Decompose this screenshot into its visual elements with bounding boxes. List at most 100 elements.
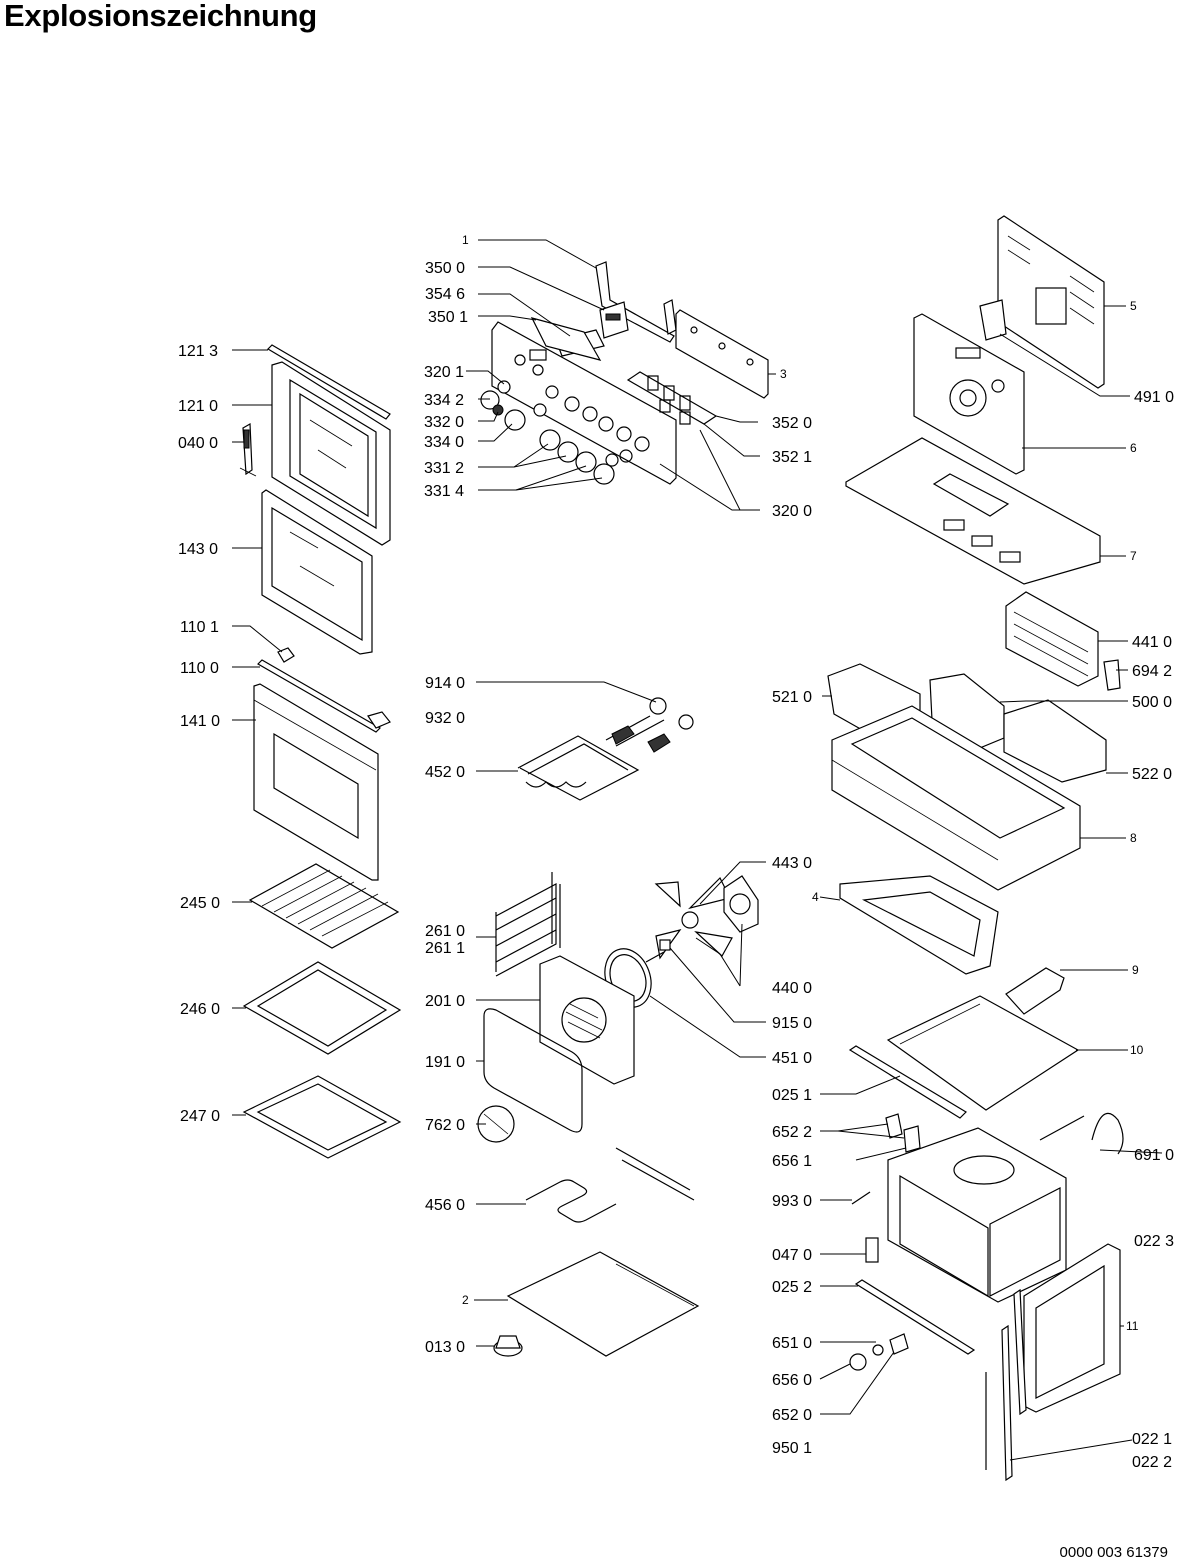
front-profile: [1001, 1288, 1027, 1482]
hinge-plate: [865, 1237, 879, 1263]
cover-plate: [886, 995, 1080, 1111]
callout-label: 456 0: [425, 1197, 465, 1214]
callout-label: 261 1: [425, 940, 465, 957]
callout-label: 201 0: [425, 993, 465, 1010]
callout-label: 1: [462, 233, 469, 247]
callout-label: 451 0: [772, 1050, 812, 1067]
baking-tray: [242, 961, 402, 1055]
callout-label: 2: [462, 1293, 469, 1307]
thermostat-sensor: [1039, 1112, 1124, 1155]
callout-label: 522 0: [1132, 766, 1172, 783]
outer-door-panel: [253, 683, 379, 881]
switch-cover: [903, 1125, 921, 1153]
callout-label: 500 0: [1132, 694, 1172, 711]
lamp-bulb: [872, 1344, 884, 1356]
callout-label: 491 0: [1134, 389, 1174, 406]
callout-label: 354 6: [425, 286, 465, 303]
parts: [239, 215, 1124, 1482]
inner-door-glass: [261, 489, 373, 655]
callout-label: 013 0: [425, 1339, 465, 1356]
callout-label: 656 1: [772, 1153, 812, 1170]
deep-baking-tray: [242, 1075, 402, 1159]
top-bracket: [595, 261, 677, 343]
oven-cavity: [887, 1127, 1067, 1303]
callout-label: 10: [1130, 1043, 1144, 1057]
callout-label: 334 2: [424, 392, 464, 409]
callout-label: 261 0: [425, 923, 465, 940]
screw: [851, 1191, 871, 1205]
door-hinge: [239, 422, 257, 477]
callout-label: 320 0: [772, 503, 812, 520]
callout-label: 245 0: [180, 895, 220, 912]
side-panel: [839, 875, 999, 975]
callout-label: 9: [1132, 963, 1139, 977]
callout-label: 8: [1130, 831, 1137, 845]
callout-label: 025 1: [772, 1087, 812, 1104]
callout-label: 694 2: [1132, 663, 1172, 680]
rear-panel: [997, 215, 1105, 389]
callout-label: 121 0: [178, 398, 218, 415]
callout-label: 352 1: [772, 449, 812, 466]
callout-label: 441 0: [1132, 634, 1172, 651]
callout-label: 350 1: [428, 309, 468, 326]
callout-label: 191 0: [425, 1054, 465, 1071]
side-rail: [848, 1045, 967, 1119]
callout-label: 246 0: [180, 1001, 220, 1018]
callout-label: 5: [1130, 299, 1137, 313]
callout-label: 022 3: [1134, 1233, 1174, 1250]
shelf-supports: [495, 872, 561, 977]
callout-label: 4: [812, 890, 819, 904]
callout-label: 040 0: [178, 435, 218, 452]
leader-lines: [232, 239, 1163, 1461]
springs: [611, 714, 694, 753]
lamp-socket: [849, 1353, 867, 1371]
callout-label: 993 0: [772, 1193, 812, 1210]
lamp-holder: [889, 1333, 909, 1355]
callout-label: 932 0: [425, 710, 465, 727]
callout-label: 110 0: [180, 660, 219, 677]
callout-label: 762 0: [425, 1117, 465, 1134]
callout-label: 331 4: [424, 483, 464, 500]
back-wall: [913, 313, 1025, 475]
callout-label: 11: [1126, 1319, 1139, 1333]
door-switch: [885, 1113, 903, 1139]
callout-label: 950 1: [772, 1440, 812, 1457]
terminal-box: [979, 299, 1007, 341]
electronic-module: [599, 301, 629, 339]
callout-label: 320 1: [424, 364, 464, 381]
power-module: [1003, 699, 1107, 783]
callout-label: 914 0: [425, 675, 465, 692]
callout-label: 334 0: [424, 434, 464, 451]
control-panel: [491, 321, 677, 485]
document-number: 0000 003 61379: [1059, 1544, 1168, 1561]
base-frame: [831, 705, 1081, 891]
callout-label: 915 0: [772, 1015, 812, 1032]
door-handle-bar: [257, 659, 391, 733]
callout-label: 352 0: [772, 415, 812, 432]
temperature-sensor: [1103, 659, 1121, 691]
page-title: Explosionszeichnung: [4, 0, 317, 33]
control-knobs: [480, 380, 633, 485]
callout-label: 331 2: [424, 460, 464, 477]
bottom-heating-element: [525, 1147, 695, 1223]
top-cover: [845, 437, 1101, 585]
callout-label: 022 2: [1132, 1454, 1172, 1471]
callout-label: 247 0: [180, 1108, 220, 1125]
callout-label: 350 0: [425, 260, 465, 277]
callout-label: 025 2: [772, 1279, 812, 1296]
display-frame: [530, 317, 602, 361]
support-bracket: [1005, 967, 1065, 1015]
callout-label: 6: [1130, 441, 1137, 455]
callout-label: 7: [1130, 549, 1137, 563]
callout-label: 332 0: [424, 414, 464, 431]
callout-labels: 1 350 0 354 6 350 1 320 1 334 2 332 0 33…: [178, 233, 1174, 1471]
callout-label: 691 0: [1134, 1147, 1174, 1164]
callout-label: 121 3: [178, 343, 218, 360]
bottom-plate: [506, 1251, 700, 1357]
callout-label: 110 1: [180, 619, 219, 636]
door-trim-strip: [267, 344, 391, 420]
door-seal: [483, 1008, 583, 1133]
grill-heating-element: [517, 715, 665, 801]
fan-cover: [539, 955, 635, 1085]
